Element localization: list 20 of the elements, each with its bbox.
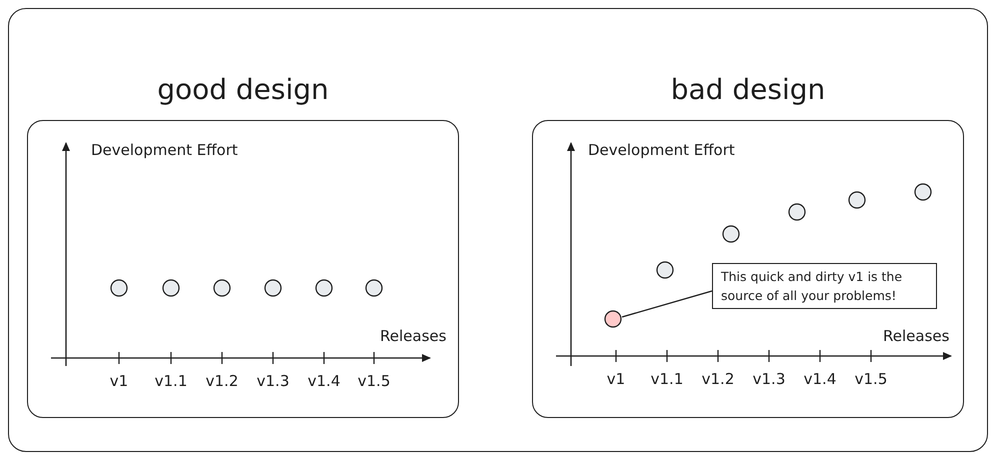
tick-label: v1.2: [702, 370, 734, 388]
axis-title: Development Effort: [588, 141, 735, 159]
panel-heading: good design: [156, 73, 330, 106]
tick-label: v1: [606, 370, 626, 388]
speech-bubble: This quick and dirty v1 is the source of all your problems!: [712, 263, 937, 309]
tick-label: v1.3: [752, 370, 786, 388]
axis-title: Releases: [380, 327, 446, 345]
tick-label: v1.1: [154, 372, 188, 390]
tick-label: v1.4: [804, 370, 836, 388]
tick-label: v1.4: [308, 372, 340, 390]
tick-label: v1.3: [256, 372, 290, 390]
tick-label: v1.5: [854, 370, 888, 388]
panel-heading: bad design: [670, 73, 826, 106]
tick-label: v1.5: [358, 372, 390, 390]
tick-label: v1.1: [650, 370, 684, 388]
highlighted-data-point: [604, 310, 622, 328]
axis-title: Releases: [883, 327, 950, 345]
tick-label: v1: [110, 372, 128, 390]
axis-title: Development Effort: [91, 141, 238, 159]
tick-label: v1.2: [206, 372, 238, 390]
